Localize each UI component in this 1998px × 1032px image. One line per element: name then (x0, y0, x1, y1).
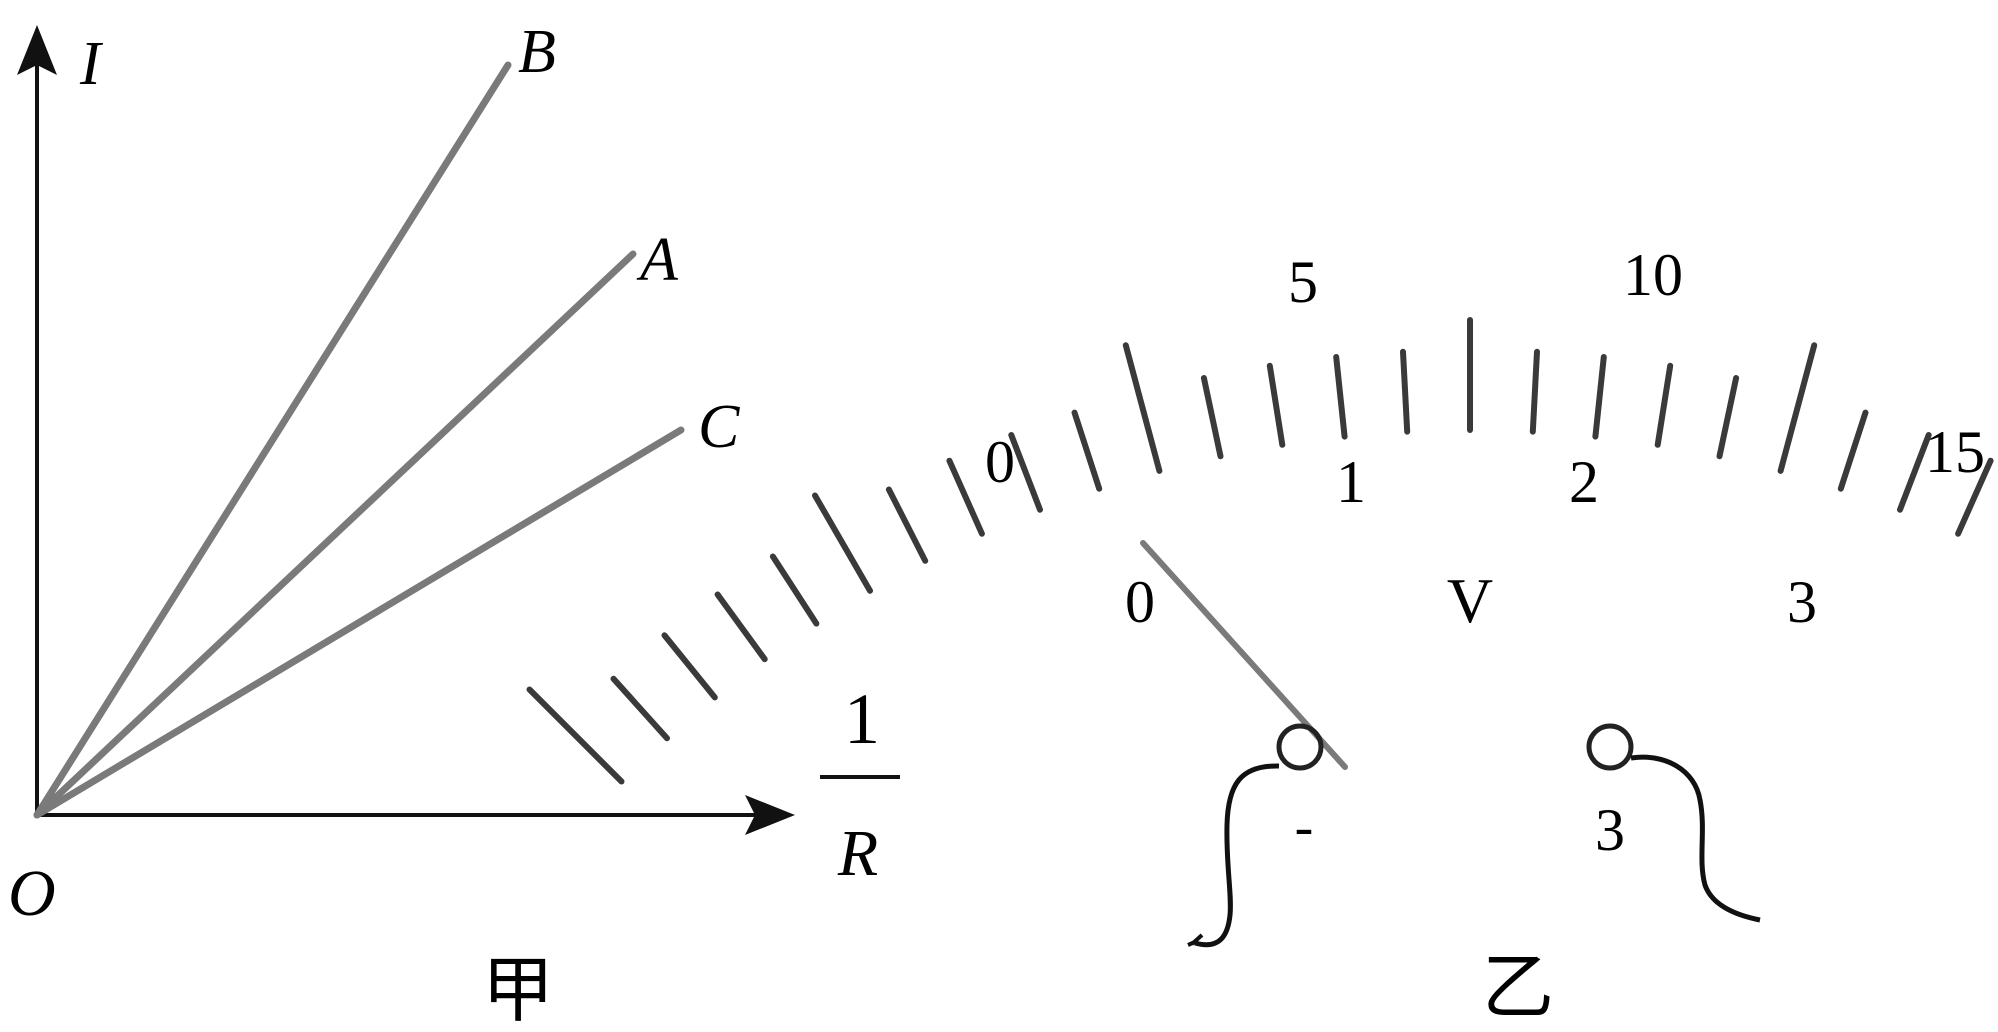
scale-tick (1529, 348, 1540, 435)
inner-scale-label-0: 0 (1125, 569, 1155, 635)
inner-scale-label-2: 2 (1569, 449, 1599, 515)
terminal-negative-label: - (1295, 796, 1314, 858)
outer-scale-label-15: 15 (1925, 419, 1985, 485)
wire-left (1194, 763, 1280, 948)
y-axis-arrow-icon (17, 25, 57, 75)
scale-tick (769, 553, 820, 627)
graph-i-vs-inverse-r: I B A C O 1 R 甲 (8, 18, 900, 1031)
outer-scale-label-0: 0 (985, 429, 1015, 495)
graph-line-c (33, 426, 685, 819)
line-b-label: B (518, 18, 556, 86)
outer-scale-label-5: 5 (1288, 249, 1318, 315)
meter-scale-ticks (526, 317, 1994, 785)
x-axis-label-numerator: 1 (844, 679, 880, 759)
line-a-label: A (636, 226, 679, 294)
scale-tick (1837, 409, 1869, 492)
scale-tick (1122, 342, 1163, 474)
scale-tick (812, 492, 873, 594)
graph-line-b (33, 61, 512, 819)
wire-right (1630, 754, 1761, 923)
scale-tick (610, 675, 670, 742)
terminal-negative[interactable] (1276, 723, 1324, 771)
scale-tick (1592, 354, 1607, 440)
scale-tick (885, 486, 929, 564)
scale-tick (1008, 432, 1043, 513)
y-axis-label: I (79, 30, 104, 98)
scale-tick (661, 632, 718, 701)
scale-tick (1333, 354, 1348, 440)
scale-tick (1777, 342, 1818, 474)
inner-scale-label-3: 3 (1787, 569, 1817, 635)
terminal-3v[interactable] (1586, 723, 1634, 771)
graph-caption: 甲 (482, 951, 554, 1031)
meter-caption: 乙 (1482, 948, 1554, 1028)
outer-scale-label-10: 10 (1623, 242, 1683, 308)
scale-tick (1400, 348, 1411, 435)
scale-tick (714, 591, 768, 663)
scale-tick (1200, 375, 1224, 460)
x-axis-label-denominator: R (837, 817, 878, 890)
scale-tick (1716, 375, 1740, 460)
scale-tick (526, 686, 625, 785)
graph-line-a (33, 250, 637, 819)
meter-unit-label: V (1447, 565, 1493, 636)
line-c-label: C (698, 393, 740, 461)
origin-label: O (8, 857, 56, 930)
terminal-3v-label: 3 (1595, 797, 1625, 863)
scale-tick (1266, 362, 1286, 448)
scale-tick (1654, 362, 1674, 448)
scale-tick (1955, 457, 1994, 537)
voltmeter: 0 5 10 15 0 1 2 3 V - 3 乙 (526, 242, 1994, 1028)
wire-left-end (1187, 933, 1204, 947)
scale-tick (1897, 432, 1932, 513)
inner-scale-label-1: 1 (1336, 449, 1366, 515)
x-axis-arrow-icon (745, 795, 795, 835)
scale-tick (1071, 409, 1103, 492)
scale-tick (946, 457, 985, 537)
